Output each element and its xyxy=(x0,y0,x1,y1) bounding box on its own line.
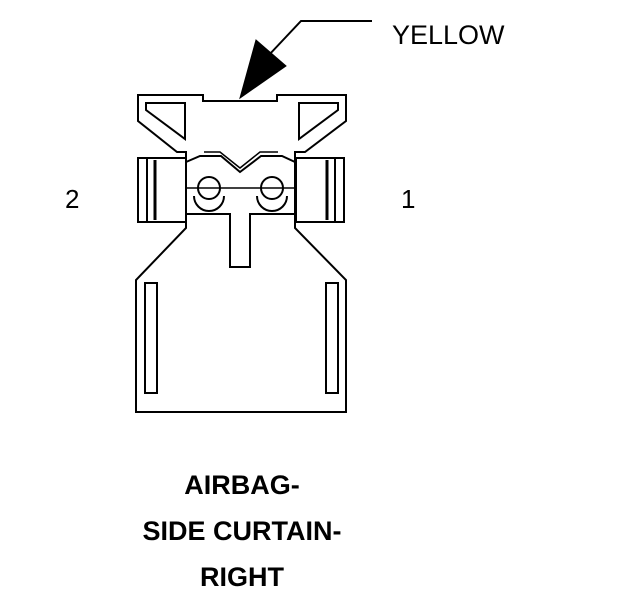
pin-number-right: 1 xyxy=(401,184,416,214)
wire-color-label: YELLOW xyxy=(392,20,505,50)
pin-number-left: 2 xyxy=(65,184,80,214)
caption-line-2: SIDE CURTAIN- xyxy=(142,516,342,546)
caption-line-3: RIGHT xyxy=(200,562,284,592)
caption-line-1: AIRBAG- xyxy=(184,470,300,500)
callout-leader xyxy=(239,20,372,100)
connector-housing xyxy=(135,94,347,413)
